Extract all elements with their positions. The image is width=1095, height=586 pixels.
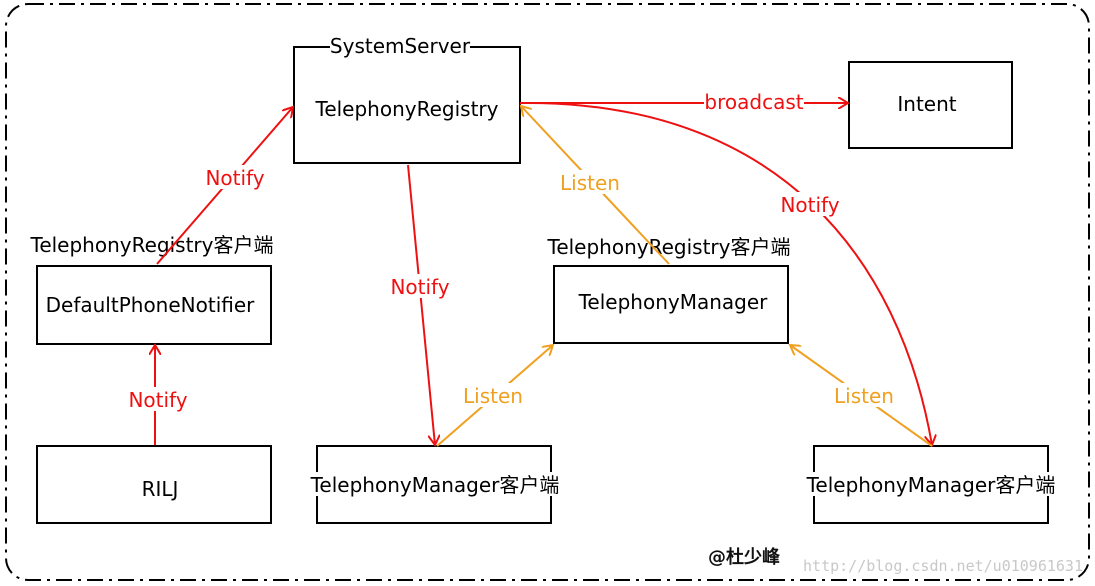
diagram-frame — [5, 3, 1090, 581]
watermark-author: @杜少峰 — [708, 546, 781, 568]
tm-client-left-label: TelephonyManager客户端 — [310, 473, 560, 497]
telephony-manager-caption: TelephonyRegistry客户端 — [547, 235, 791, 259]
default-phone-notifier-caption: TelephonyRegistry客户端 — [30, 233, 274, 257]
broadcast-label: broadcast — [704, 90, 803, 114]
notify-registry-to-left-client-label: Notify — [390, 275, 449, 299]
notify-registry-to-left-client-arrow — [407, 164, 435, 445]
tm-client-right-label: TelephonyManager客户端 — [806, 473, 1056, 497]
default-phone-notifier-label: DefaultPhoneNotifier — [46, 293, 256, 317]
watermark-url: http://blog.csdn.net/u010961631 — [803, 557, 1083, 575]
listen-manager-to-registry-label: Listen — [560, 171, 620, 195]
telephony-registry-label: TelephonyRegistry — [315, 97, 499, 121]
rilj-label: RILJ — [142, 477, 179, 501]
telephony-manager-box — [553, 265, 789, 344]
telephony-registry-box — [293, 46, 521, 164]
notify-registry-to-right-client-label: Notify — [780, 193, 839, 217]
system-server-label: SystemServer — [330, 34, 471, 58]
rilj-box — [36, 445, 272, 524]
notify-rilj-to-notifier-label: Notify — [128, 388, 187, 412]
intent-label: Intent — [897, 92, 956, 116]
listen-left-client-to-manager-label: Listen — [463, 384, 523, 408]
notify-notifier-to-registry-label: Notify — [205, 166, 264, 190]
telephony-manager-label: TelephonyManager — [578, 290, 769, 314]
listen-right-client-to-manager-label: Listen — [834, 384, 894, 408]
default-phone-notifier-box — [36, 265, 272, 345]
